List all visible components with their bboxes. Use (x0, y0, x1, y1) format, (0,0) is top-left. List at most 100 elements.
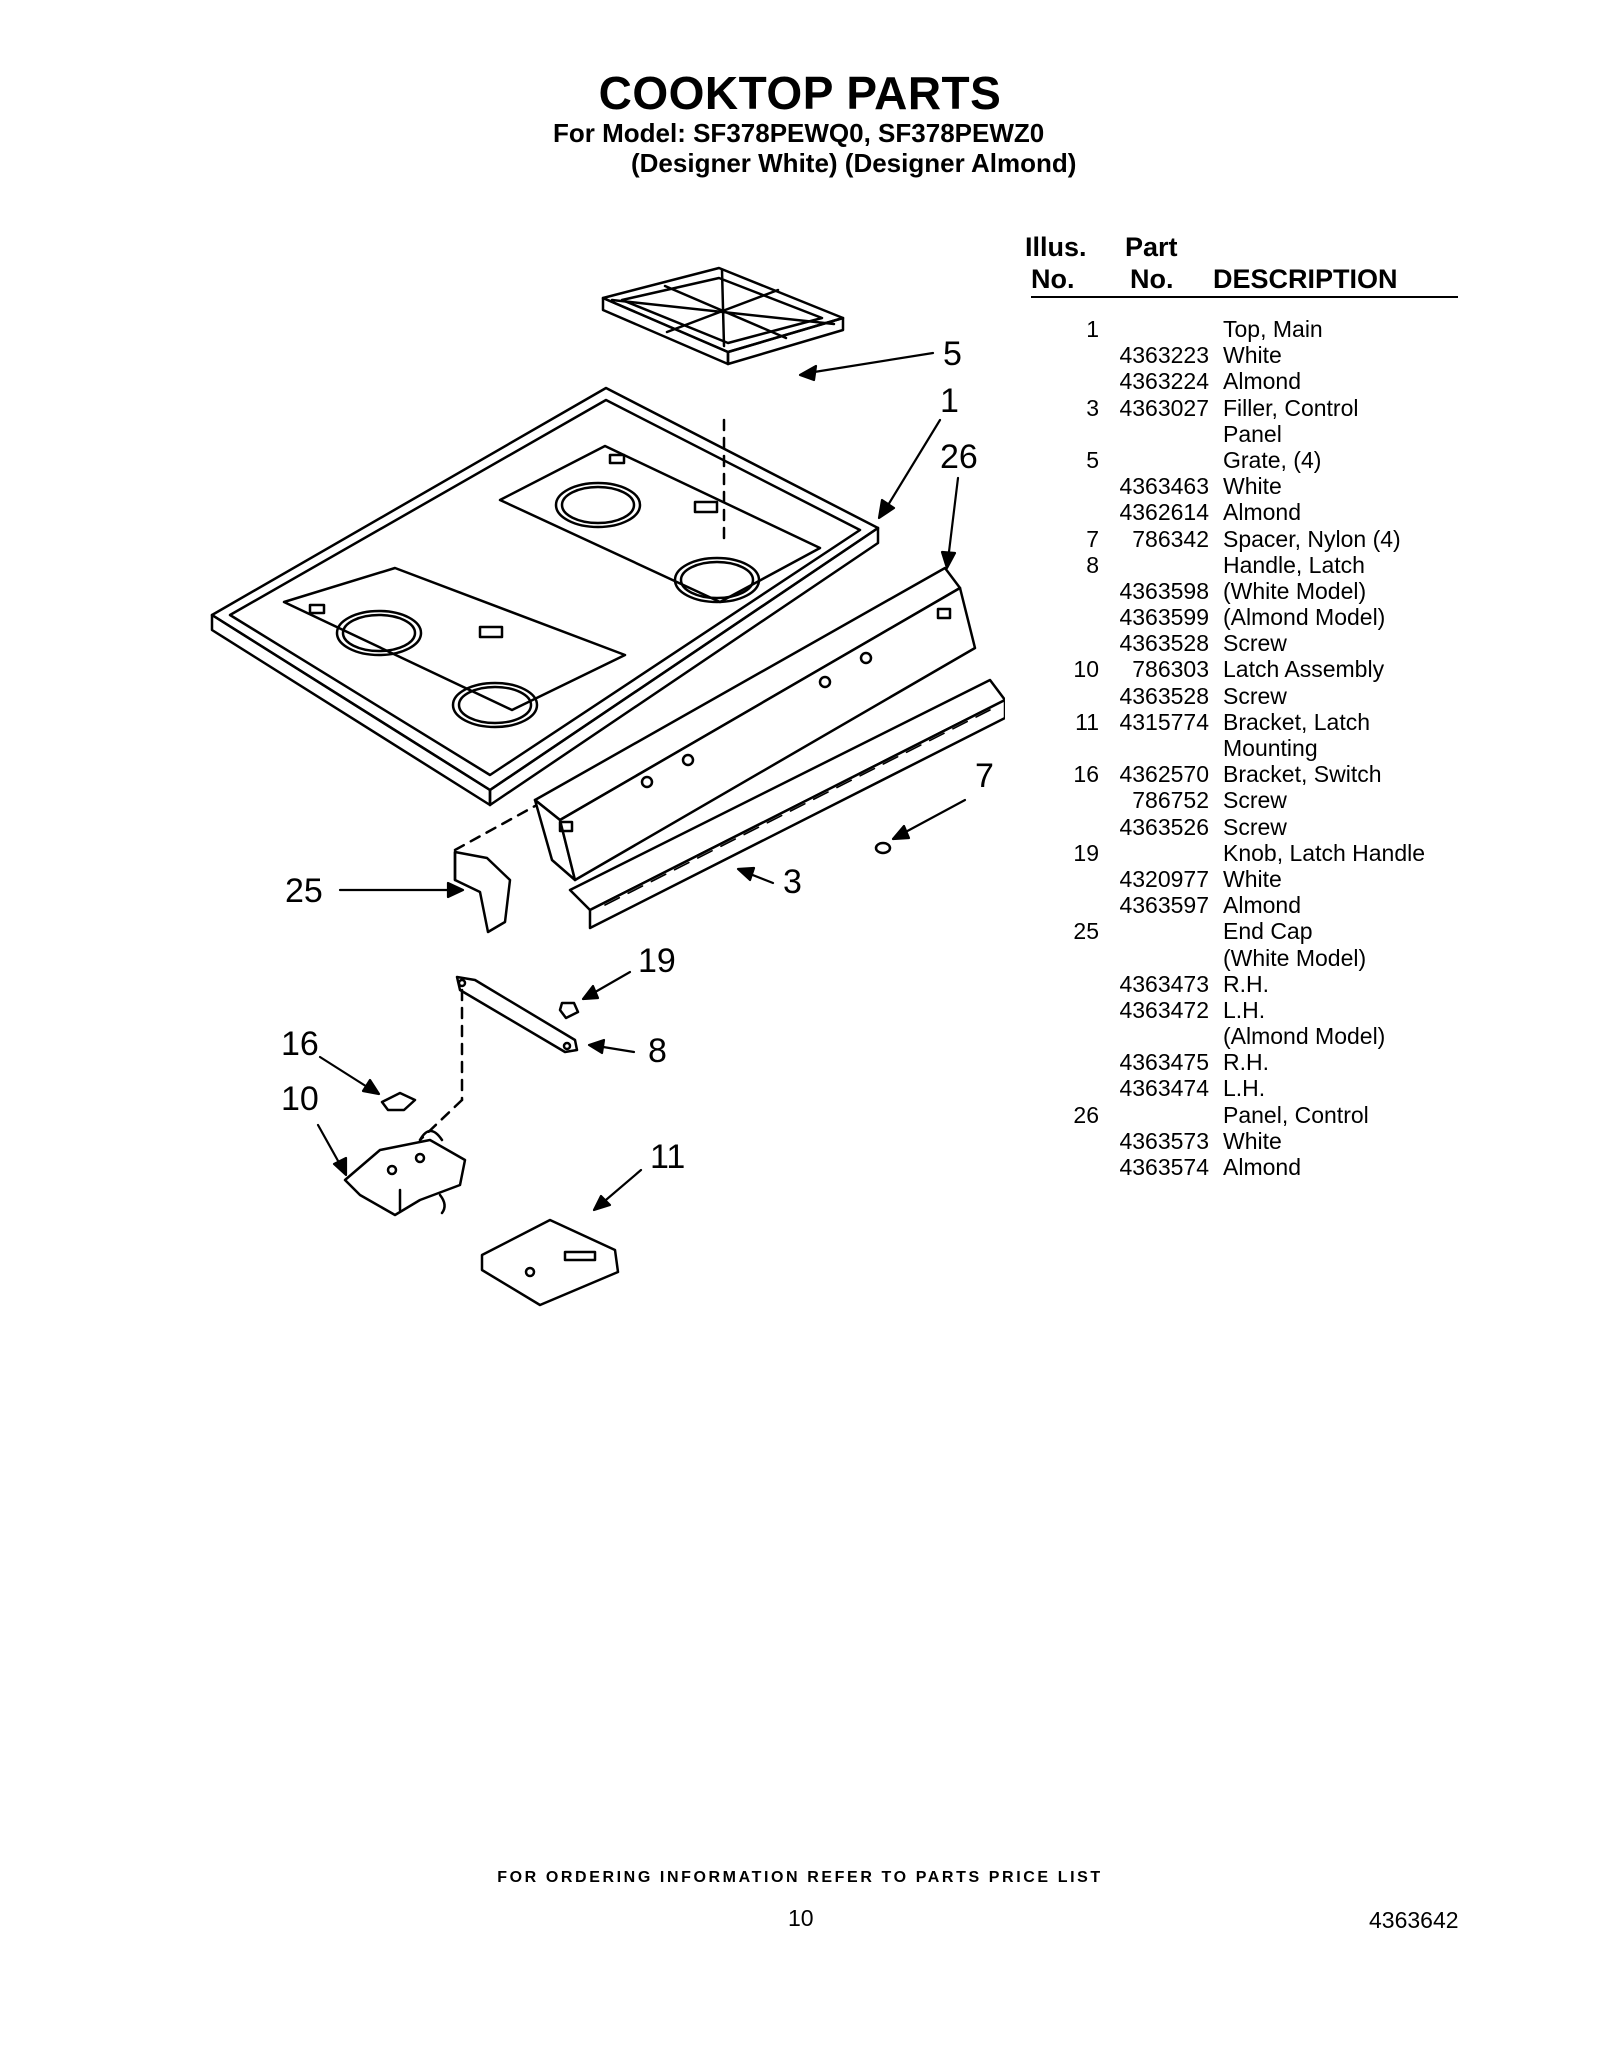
callout-25: 25 (285, 872, 323, 910)
callout-10: 10 (281, 1080, 319, 1118)
part-no-cell: 4315774 (1119, 708, 1209, 735)
description-cell: L.H. (1223, 1075, 1266, 1102)
illus-no-cell: 8 (1086, 551, 1099, 578)
table-row: 786752 Screw (1031, 787, 1471, 813)
col-part-top: Part (1125, 232, 1178, 262)
variant-line: (Designer White) (Designer Almond) (631, 148, 1077, 178)
description-cell: Grate, (4) (1223, 446, 1322, 473)
main-top-illustration (210, 386, 880, 807)
description-cell: (White Model) (1223, 577, 1367, 604)
document-number: 4363642 (1369, 1907, 1459, 1933)
col-description: DESCRIPTION (1213, 264, 1398, 294)
control-panel-illustration (533, 566, 977, 882)
description-cell: Panel, Control (1223, 1101, 1369, 1128)
latch-mounting-bracket-illustration (480, 1218, 620, 1307)
part-no-cell: 4363474 (1119, 1075, 1209, 1102)
page-title: COOKTOP PARTS (598, 67, 1002, 119)
part-no-cell: 786752 (1132, 787, 1209, 814)
description-cell: Top, Main (1223, 316, 1323, 342)
part-no-cell: 4363598 (1119, 577, 1209, 604)
table-row: 11 4315774 Bracket, Latch (1031, 709, 1471, 735)
filler-strip-illustration (568, 678, 1005, 930)
page-number: 10 (788, 1905, 814, 1931)
part-no-cell: 4320977 (1119, 865, 1209, 892)
callout-11: 11 (650, 1138, 685, 1176)
callout-5: 5 (943, 335, 962, 373)
callout-7: 7 (975, 757, 994, 795)
table-row: Mounting (1031, 735, 1471, 761)
description-cell: (Almond Model) (1223, 604, 1386, 631)
end-cap-illustration (453, 850, 512, 934)
parts-diagram: 5 1 26 7 3 25 19 8 16 10 11 (210, 266, 1005, 1307)
spacer-illustration (874, 841, 892, 855)
table-row: 4363526 Screw (1031, 814, 1471, 840)
description-cell: L.H. (1223, 996, 1266, 1023)
description-cell: Almond (1223, 368, 1301, 395)
switch-bracket-illustration (380, 1091, 417, 1112)
part-no-cell: 4363027 (1119, 394, 1209, 421)
part-no-cell: 4363475 (1119, 1049, 1209, 1076)
callout-16: 16 (281, 1025, 319, 1063)
table-row: 4363598 (White Model) (1031, 578, 1471, 604)
ordering-note: FOR ORDERING INFORMATION REFER TO PARTS … (497, 1869, 1103, 1886)
description-cell: Almond (1223, 1154, 1301, 1180)
part-no-cell: 4362570 (1119, 761, 1209, 788)
part-no-cell: 4363528 (1119, 630, 1209, 657)
part-no-cell: 4363526 (1119, 813, 1209, 840)
part-no-cell: 4363528 (1119, 682, 1209, 709)
callout-3: 3 (783, 863, 802, 901)
table-row: Panel (1031, 421, 1471, 447)
part-no-cell: 786342 (1132, 525, 1209, 552)
description-cell: Mounting (1223, 735, 1318, 761)
table-row: (Almond Model) (1031, 1023, 1471, 1049)
part-no-cell: 4363463 (1119, 473, 1209, 500)
part-no-cell: 786303 (1132, 656, 1209, 683)
part-no-cell: 4363223 (1119, 342, 1209, 369)
illus-no-cell: 11 (1075, 708, 1099, 735)
model-line: For Model: SF378PEWQ0, SF378PEWZ0 (553, 118, 1045, 148)
description-cell: Screw (1223, 787, 1287, 814)
description-cell: Latch Assembly (1223, 656, 1385, 683)
description-cell: Filler, Control (1223, 394, 1359, 421)
description-cell: (Almond Model) (1223, 1023, 1386, 1050)
col-part-bottom: No. (1130, 264, 1174, 294)
description-cell: Almond (1223, 499, 1301, 526)
table-row: 4363472 L.H. (1031, 997, 1471, 1023)
col-illus-bottom: No. (1031, 264, 1075, 294)
description-cell: White (1223, 1127, 1282, 1154)
description-cell: Bracket, Latch (1223, 708, 1371, 735)
illus-no-cell: 26 (1073, 1101, 1099, 1128)
table-row: 4363474 L.H. (1031, 1075, 1471, 1101)
description-cell: White (1223, 865, 1282, 892)
table-row: 4363475 R.H. (1031, 1049, 1471, 1075)
description-cell: White (1223, 342, 1282, 369)
illus-no-cell: 16 (1073, 761, 1099, 788)
table-row: 10 786303 Latch Assembly (1031, 656, 1471, 682)
knob-illustration (558, 1001, 580, 1020)
part-no-cell: 4362614 (1119, 499, 1209, 526)
table-header-rule (1031, 296, 1458, 298)
description-cell: Almond (1223, 892, 1301, 919)
table-row: 4320977 White (1031, 866, 1471, 892)
description-cell: Screw (1223, 813, 1287, 840)
grate-illustration (601, 266, 845, 366)
description-cell: End Cap (1223, 918, 1313, 945)
part-no-cell: 4363599 (1119, 604, 1209, 631)
callout-19: 19 (638, 942, 676, 980)
illus-no-cell: 10 (1073, 656, 1099, 683)
part-no-cell: 4363472 (1119, 996, 1209, 1023)
table-row: (White Model) (1031, 945, 1471, 971)
description-cell: R.H. (1223, 1049, 1269, 1076)
